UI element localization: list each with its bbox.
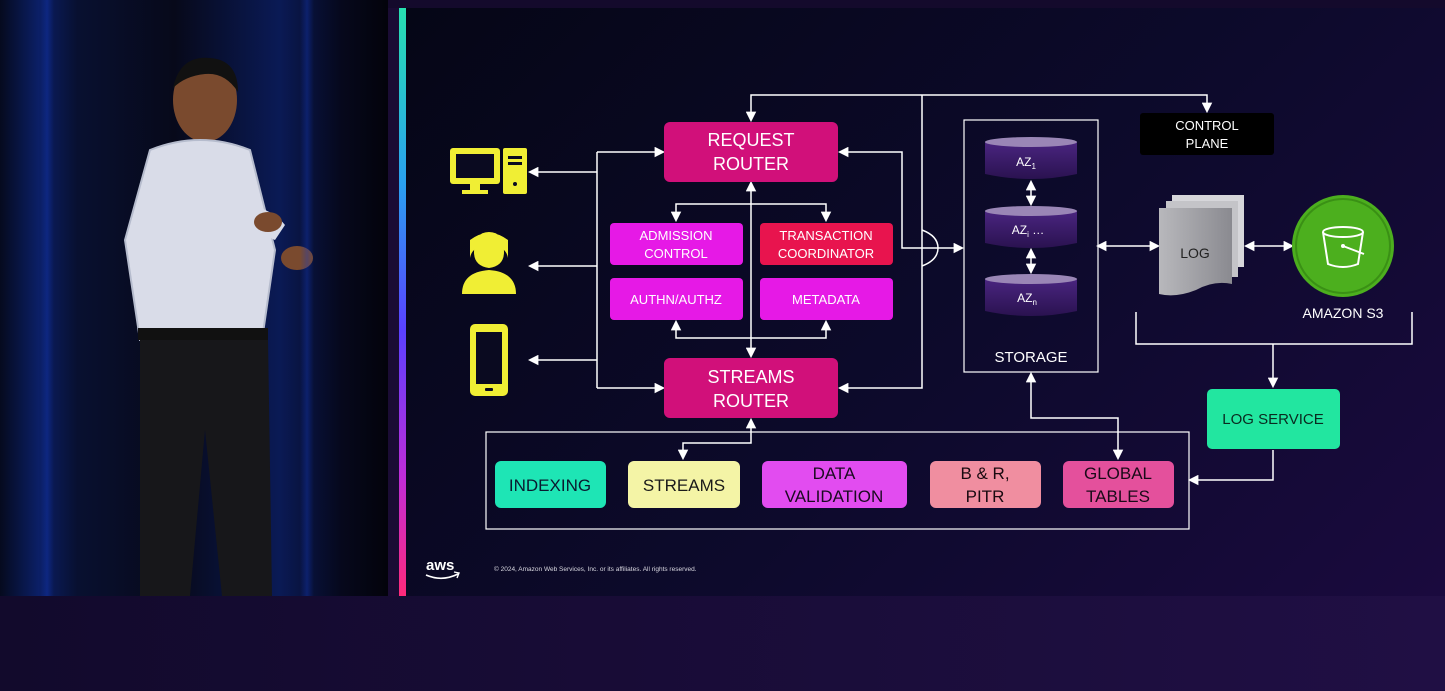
az-i-cylinder: AZi …: [985, 206, 1077, 248]
connector-lines: [527, 94, 1413, 486]
features-container: [485, 431, 1190, 530]
request-router-line2: ROUTER: [713, 154, 789, 174]
architecture-diagram: REQUEST ROUTER STREAMS ROUTER ADMISSION …: [425, 94, 1413, 580]
streams-router-line1: STREAMS: [707, 367, 794, 387]
user-icon: [462, 232, 516, 294]
transaction-coordinator-box: TRANSACTION COORDINATOR: [760, 223, 893, 265]
architecture-slide: REQUEST ROUTER STREAMS ROUTER ADMISSION …: [406, 8, 1445, 596]
curtain-fold: [40, 0, 54, 596]
az-1-cylinder: AZ1: [985, 137, 1077, 179]
log-service-box: LOG SERVICE: [1207, 389, 1340, 449]
svg-text:AZi …: AZi …: [1012, 223, 1044, 239]
log-document-icon: LOG: [1159, 195, 1244, 296]
control-plane-line1: CONTROL: [1175, 118, 1239, 133]
s3-bucket-icon: [1292, 195, 1394, 297]
svg-text:AZ1: AZ1: [1016, 155, 1036, 171]
authn-authz-label: AUTHN/AUTHZ: [630, 292, 722, 307]
global-tables-line1: GLOBAL: [1084, 464, 1152, 483]
global-tables-box: GLOBAL TABLES: [1063, 461, 1174, 508]
control-plane-line2: PLANE: [1186, 136, 1229, 151]
log-label: LOG: [1180, 245, 1210, 261]
copyright-text: © 2024, Amazon Web Services, Inc. or its…: [494, 565, 697, 573]
indexing-label: INDEXING: [509, 476, 591, 495]
global-tables-line2: TABLES: [1086, 487, 1150, 506]
admission-control-box: ADMISSION CONTROL: [610, 223, 743, 265]
indexing-box: INDEXING: [495, 461, 606, 508]
authn-authz-box: AUTHN/AUTHZ: [610, 278, 743, 320]
streams-router-box: STREAMS ROUTER: [664, 358, 838, 418]
streams-label: STREAMS: [643, 476, 725, 495]
transaction-coordinator-line1: TRANSACTION: [779, 228, 872, 243]
metadata-label: METADATA: [792, 292, 860, 307]
request-router-box: REQUEST ROUTER: [664, 122, 838, 182]
b-r-pitr-box: B & R, PITR: [930, 461, 1041, 508]
streams-box: STREAMS: [628, 461, 740, 508]
storage-label: STORAGE: [994, 349, 1067, 366]
request-router-line1: REQUEST: [707, 130, 794, 150]
streams-router-line2: ROUTER: [713, 391, 789, 411]
storage-container: [963, 119, 1099, 373]
slide-accent-bar: [399, 8, 406, 596]
b-r-pitr-line2: PITR: [966, 487, 1005, 506]
admission-control-line1: ADMISSION: [640, 228, 713, 243]
log-service-label: LOG SERVICE: [1222, 411, 1323, 428]
speaker-figure: [123, 57, 313, 596]
mobile-phone-icon: [470, 324, 508, 396]
b-r-pitr-line1: B & R,: [960, 464, 1009, 483]
data-validation-box: DATA VALIDATION: [762, 461, 907, 508]
transaction-coordinator-line2: COORDINATOR: [778, 246, 874, 261]
metadata-box: METADATA: [760, 278, 893, 320]
svg-text:AZn: AZn: [1017, 291, 1037, 307]
curtain-fold: [300, 0, 314, 596]
admission-control-line2: CONTROL: [644, 246, 708, 261]
svg-text:aws: aws: [426, 557, 454, 574]
data-validation-line1: DATA: [813, 464, 856, 483]
desktop-computer-icon: [450, 148, 527, 194]
az-n-cylinder: AZn: [985, 274, 1077, 316]
aws-logo: aws: [425, 557, 460, 580]
speaker-video-panel: [0, 0, 388, 596]
control-plane-box: CONTROL PLANE: [1140, 113, 1274, 155]
bottom-band: [0, 596, 1445, 691]
slide-top-band: [388, 0, 1445, 8]
data-validation-line2: VALIDATION: [785, 487, 884, 506]
amazon-s3-label: AMAZON S3: [1303, 305, 1384, 321]
